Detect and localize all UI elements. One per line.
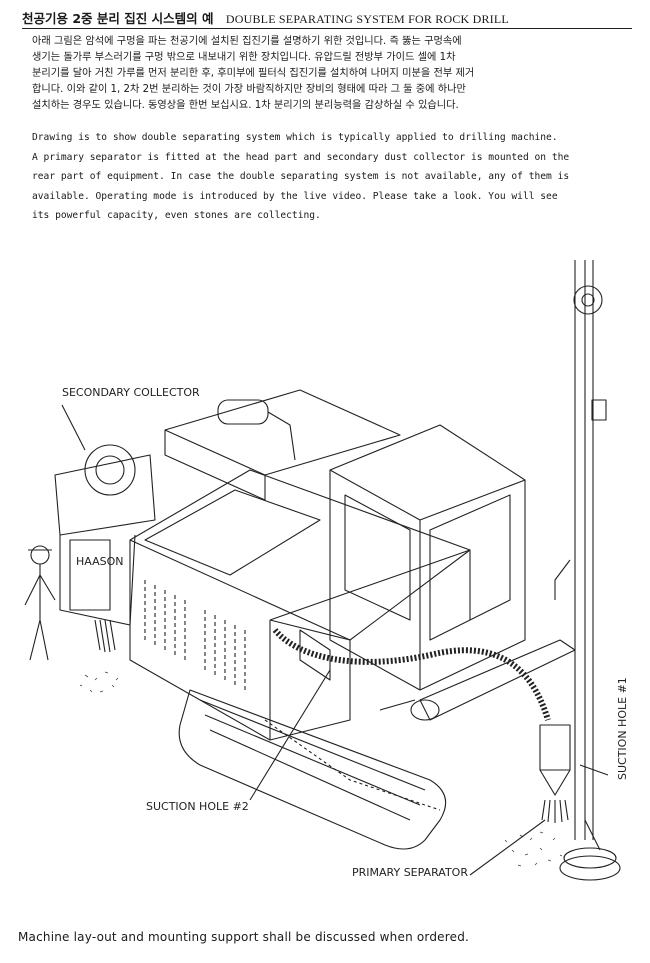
korean-line: 합니다. 이와 같이 1, 2차 2번 분리하는 것이 가장 바람직하지만 장비… [32, 84, 466, 95]
drill-mast [554, 260, 621, 881]
worker-figure [24, 545, 56, 661]
korean-description: 아래 그림은 암석에 구멍을 파는 천공기에 설치된 집진기를 설명하기 위한 … [32, 34, 622, 114]
operator-cab [329, 424, 526, 691]
label-secondary-collector: SECONDARY COLLECTOR [62, 386, 200, 399]
crawler-track [178, 689, 447, 850]
english-description: Drawing is to show double separating sys… [32, 128, 622, 226]
english-line: available. Operating mode is introduced … [32, 190, 558, 202]
english-line: Drawing is to show double separating sys… [32, 132, 558, 143]
dust-pile-primary [504, 831, 563, 867]
korean-line: 분리기를 달아 거친 가루를 먼저 분리한 후, 후미부에 필터식 집진기를 설… [32, 68, 475, 79]
korean-line: 아래 그림은 암석에 구멍을 파는 천공기에 설치된 집진기를 설명하기 위한 … [32, 36, 462, 47]
secondary-collector: HAASON [54, 444, 156, 653]
korean-line: 생기는 돌가루 부스러기를 구멍 밖으로 내보내기 위한 장치입니다. 유압드릴… [32, 52, 456, 63]
english-line: A primary separator is fitted at the hea… [32, 151, 570, 163]
brand-label: HAASON [76, 555, 124, 568]
machine-body [129, 389, 471, 741]
label-suction-hole-2: SUCTION HOLE #2 [146, 800, 249, 813]
page-title: 천공기용 2중 분리 집진 시스템의 예 DOUBLE SEPARATING S… [22, 8, 642, 27]
english-line: rear part of equipment. In case the doub… [32, 171, 570, 182]
drill-machine-drawing: HAASON SECONDARY COLLECTOR SUCTION HOLE … [0, 220, 650, 920]
korean-line: 설치하는 경우도 있습니다. 동영상을 한번 보십시요. 1차 분리기의 분리능… [32, 100, 459, 111]
label-suction-hole-1: SUCTION HOLE #1 [616, 677, 629, 780]
label-leaders [61, 404, 609, 876]
footer-note: Machine lay-out and mounting support sha… [18, 930, 470, 944]
boom-arm [379, 639, 576, 721]
title-korean: 천공기용 2중 분리 집진 시스템의 예 [22, 11, 214, 26]
title-underline [22, 28, 632, 29]
dust-pile-secondary [79, 671, 119, 693]
english-line: its powerful capacity, even stones are c… [32, 210, 321, 221]
label-primary-separator: PRIMARY SEPARATOR [352, 866, 468, 879]
primary-separator [539, 724, 571, 823]
title-english: DOUBLE SEPARATING SYSTEM FOR ROCK DRILL [225, 12, 509, 26]
suction-hose [272, 628, 551, 721]
